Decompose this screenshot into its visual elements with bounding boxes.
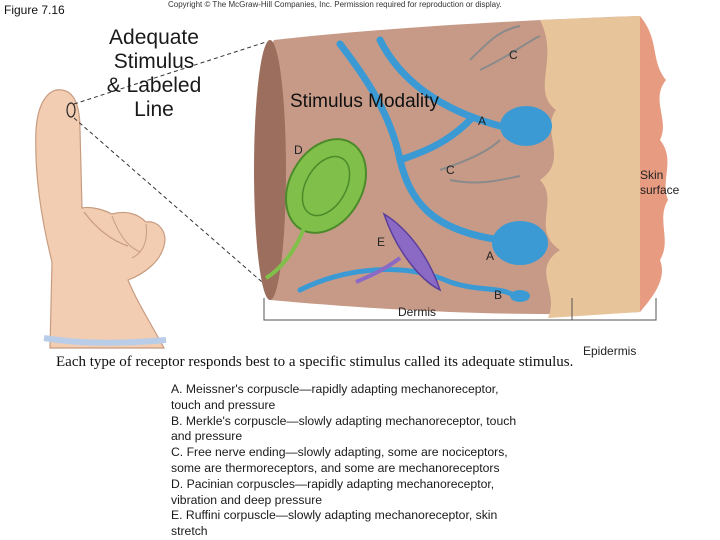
- copyright-notice: Copyright © The McGraw-Hill Companies, I…: [168, 0, 502, 9]
- legend-line: stretch: [171, 524, 208, 539]
- nerve-fibers: [297, 36, 518, 299]
- receptor-letter-a-bottom: A: [486, 249, 495, 263]
- skin-surface-line: Skin: [640, 168, 664, 182]
- stimulus-modality-label: Stimulus Modality: [290, 91, 439, 112]
- meissner-corpuscle-bottom: [492, 221, 548, 265]
- pacinian-corpuscle: [264, 138, 367, 280]
- epidermis-label: Epidermis: [583, 344, 637, 358]
- ruffini-corpuscle: [355, 212, 442, 292]
- legend-line: C. Free nerve ending—slowly adapting, so…: [171, 445, 508, 460]
- free-nerve-endings: [439, 25, 541, 184]
- receptor-letter-c-mid: C: [446, 163, 455, 177]
- stimulus-label-line: Line: [134, 98, 174, 121]
- legend-line: some are thermoreceptors, and some are m…: [171, 460, 500, 475]
- legend-line: A. Meissner's corpuscle—rapidly adapting…: [171, 382, 499, 396]
- receptor-legend: A. Meissner's corpuscle—rapidly adapting…: [171, 382, 591, 540]
- legend-line: touch and pressure: [171, 397, 276, 412]
- receptor-letter-b: B: [494, 288, 503, 302]
- meissner-corpuscle-top: [500, 106, 552, 146]
- finger-illustration: [35, 89, 167, 349]
- legend-line: and pressure: [171, 429, 243, 444]
- skin-block: [254, 16, 668, 318]
- receptor-letter-a: A: [478, 114, 487, 128]
- skin-surface-line: surface: [640, 183, 680, 197]
- stimulus-label-line: Adequate: [109, 26, 199, 49]
- legend-line: vibration and deep pressure: [171, 492, 323, 507]
- layer-brackets: [263, 298, 657, 321]
- legend-line: E. Ruffini corpuscle—slowly adapting mec…: [171, 508, 498, 523]
- legend-line: B. Merkle's corpuscle—slowly adapting me…: [171, 413, 517, 428]
- dermis-label: Dermis: [398, 305, 436, 319]
- stimulus-label-line: Stimulus: [113, 50, 195, 73]
- receptor-letter-d: D: [294, 143, 303, 157]
- adequate-stimulus-label: Adequate Stimulus & Labeled Line: [86, 26, 222, 122]
- merkel-corpuscle: [510, 290, 530, 302]
- receptor-letter-c: C: [509, 48, 518, 62]
- caption: Each type of receptor responds best to a…: [56, 354, 574, 370]
- stimulus-label-line: & Labeled: [106, 74, 202, 97]
- skin-surface-label: Skin surface: [640, 168, 679, 198]
- receptor-letter-e: E: [377, 235, 386, 249]
- callout-line-top: [73, 41, 267, 105]
- legend-line: D. Pacinian corpuscles—rapidly adapting …: [171, 476, 495, 491]
- figure-label: Figure 7.16: [4, 3, 65, 17]
